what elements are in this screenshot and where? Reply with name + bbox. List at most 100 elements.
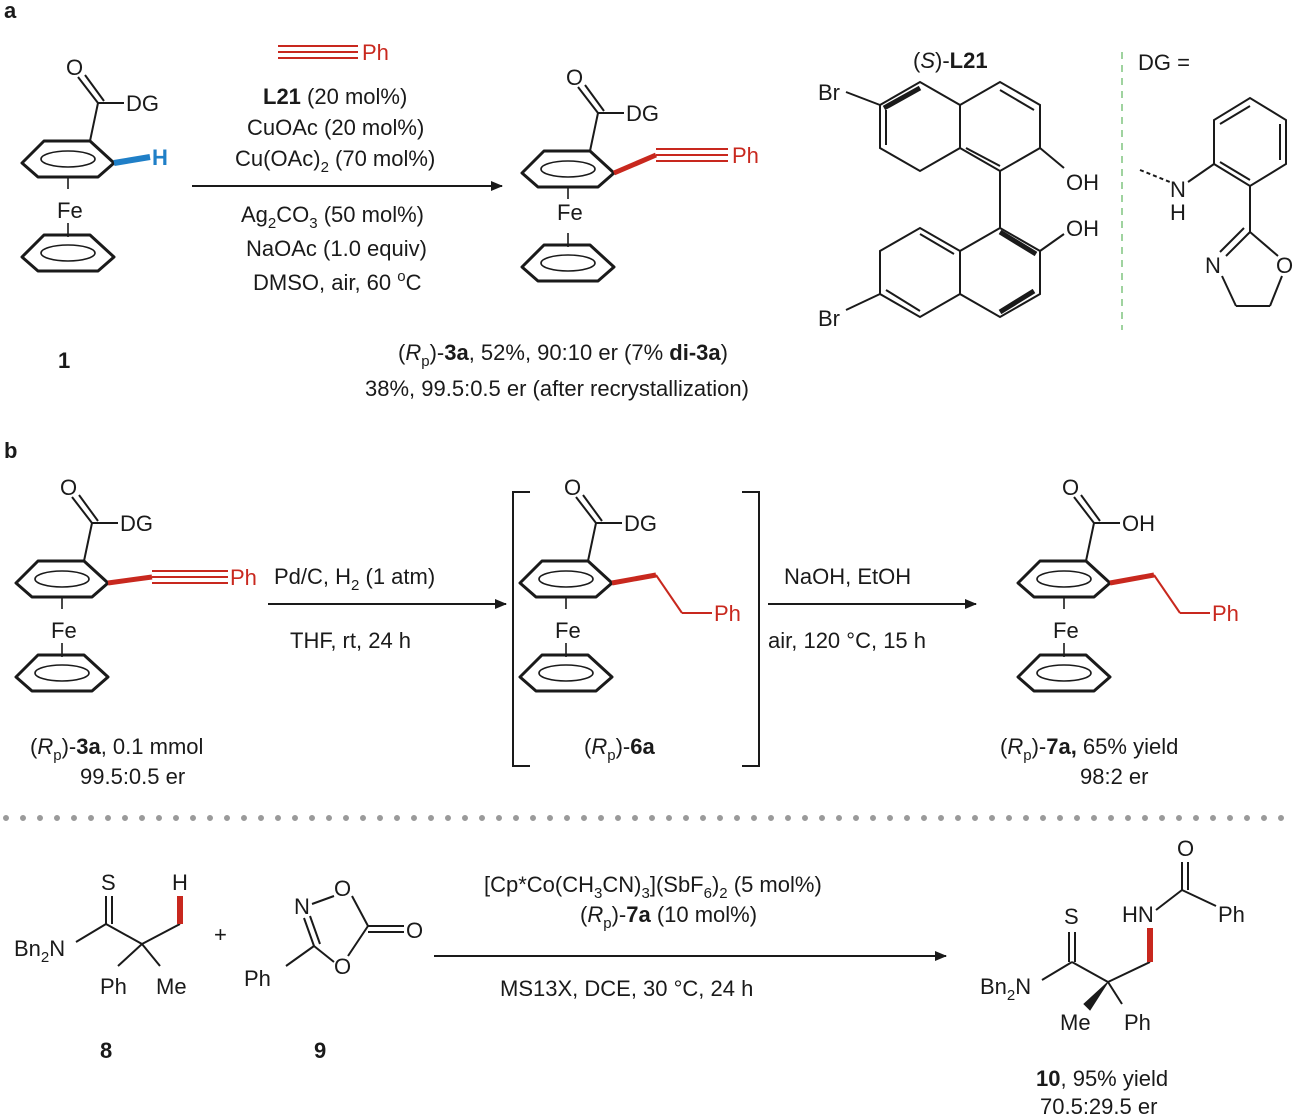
cond-cuoac2-b: (70 mol%) <box>329 146 435 171</box>
left-bracket <box>512 491 530 767</box>
bn2n-label: Bn2N <box>980 974 1031 1004</box>
reactive-h: H <box>172 870 188 895</box>
acid-oh: OH <box>1122 511 1155 536</box>
dg-equals: DG = <box>1138 50 1190 75</box>
step2-top: NaOH, EtOH <box>784 564 911 589</box>
amine-h: H <box>1170 200 1186 225</box>
plus-sign: + <box>214 922 227 947</box>
svg-text:DMSO, air, 60 oC: DMSO, air, 60 oC <box>253 268 422 295</box>
methyl-me: Me <box>1060 1010 1091 1035</box>
carbonyl-o: O <box>1062 475 1079 500</box>
cond-dmso-a: DMSO, air, 60 <box>253 270 397 295</box>
product-3a-line1: (Rp)-3a, 52%, 90:10 er (7% di-3a) <box>398 340 728 370</box>
thione-s: S <box>1064 904 1079 929</box>
thione-s: S <box>101 870 116 895</box>
panel-a-label: a <box>4 0 17 23</box>
compound-9-label: 9 <box>314 1038 326 1063</box>
product-10: Bn2N S Me Ph HN O Ph <box>980 836 1245 1035</box>
svg-text:Ag2CO3 (50 mol%): Ag2CO3 (50 mol%) <box>241 202 424 232</box>
methyl-me: Me <box>156 974 187 999</box>
carbonyl-o: O <box>60 475 77 500</box>
ferrocene-intermediate-6a: Fe O DG Ph <box>518 475 741 693</box>
cmpd-3a-er: 99.5:0.5 er <box>80 764 185 789</box>
step2-bottom: air, 120 °C, 15 h <box>768 628 926 653</box>
product-3a-line2: 38%, 99.5:0.5 er (after recrystallizatio… <box>365 376 749 401</box>
ferrocene-acid-7a: Fe O OH Ph <box>1016 475 1239 693</box>
phenylacetylene-reagent: Ph <box>278 40 389 65</box>
ferrocene-product-3a: Fe O DG Ph <box>520 65 759 283</box>
alkyne-ph: Ph <box>362 40 389 65</box>
cmpd-3a-label: (Rp)-3a, 0.1 mmol <box>30 734 203 764</box>
svg-text:Cu(OAc)2 (70 mol%): Cu(OAc)2 (70 mol%) <box>235 146 435 176</box>
dioxazolone-9: N O O O Ph <box>244 876 423 991</box>
fe-atom: Fe <box>557 200 583 225</box>
bn2n-label: Bn2N <box>14 936 65 966</box>
carbonyl-o: O <box>564 475 581 500</box>
cond-cuoac2-sub: 2 <box>321 159 329 176</box>
ligand-l21: (S)-L21 OH Br OH Br <box>818 48 1099 331</box>
compound-1-label: 1 <box>58 348 70 373</box>
amide-o: O <box>1177 836 1194 861</box>
alkyne-ph: Ph <box>732 143 759 168</box>
cond-naoac: NaOAc (1.0 equiv) <box>246 236 427 261</box>
fe-atom: Fe <box>555 618 581 643</box>
cmpd-6a-label: (Rp)-6a <box>584 734 655 764</box>
conditions-a-top: L21 (20 mol%) CuOAc (20 mol%) Cu(OAc)2 (… <box>235 84 435 176</box>
fe-atom: Fe <box>51 618 77 643</box>
cond-dmso-b: C <box>406 270 422 295</box>
ring-n: N <box>294 894 310 919</box>
thioamide-8: Bn2N S Ph Me H <box>14 870 188 999</box>
lower-br: Br <box>818 306 840 331</box>
right-bracket <box>742 491 760 767</box>
step1-top: Pd/C, H2 (1 atm) <box>274 564 435 594</box>
cmpd-10-label: 10, 95% yield <box>1036 1066 1168 1091</box>
cond-cuoac2-a: Cu(OAc) <box>235 146 321 171</box>
alkyne-ph: Ph <box>230 565 257 590</box>
phenyl-ph: Ph <box>1124 1010 1151 1035</box>
dg-group: DG <box>624 511 657 536</box>
cmpd-10-er: 70.5:29.5 er <box>1040 1094 1157 1119</box>
cond-ag-b: CO <box>276 202 309 227</box>
cmpd-7a-label: (Rp)-7a, 65% yield <box>1000 734 1178 764</box>
chain-ph: Ph <box>1212 601 1239 626</box>
cond-cuoac: CuOAc (20 mol%) <box>247 115 424 140</box>
step1-bottom: THF, rt, 24 h <box>290 628 411 653</box>
svg-text:(S)-L21: (S)-L21 <box>913 48 988 73</box>
cond-ag-sub1: 2 <box>268 215 276 232</box>
ring-o1: O <box>334 876 351 901</box>
directing-group-structure: DG = N H N O <box>1138 50 1293 307</box>
cond-l21-rest: (20 mol%) <box>301 84 407 109</box>
cond-ag-a: Ag <box>241 202 268 227</box>
amide-hn: HN <box>1122 902 1154 927</box>
carbonyl-o: O <box>406 918 423 943</box>
cond-ag-c: (50 mol%) <box>318 202 424 227</box>
catalyst-line: [Cp*Co(CH3CN)3](SbF6)2 (5 mol%) <box>484 872 822 902</box>
amine-n: N <box>1170 177 1186 202</box>
cond-dmso-sup: o <box>397 268 405 285</box>
chain-ph: Ph <box>714 601 741 626</box>
fe-atom: Fe <box>57 198 83 223</box>
benzoyl-ph: Ph <box>1218 902 1245 927</box>
cond-ag-sub2: 3 <box>309 215 317 232</box>
dg-group: DG <box>120 511 153 536</box>
ring-o2: O <box>334 954 351 979</box>
dg-group: DG <box>626 101 659 126</box>
dg-group: DG <box>126 91 159 116</box>
cond-c-bottom: MS13X, DCE, 30 °C, 24 h <box>500 976 753 1001</box>
ferrocene-3a-panel-b: Fe O DG Ph <box>14 475 257 693</box>
carbonyl-o: O <box>66 55 83 80</box>
conditions-a-bottom: Ag2CO3 (50 mol%) NaOAc (1.0 equiv) DMSO,… <box>241 202 427 295</box>
ch-hydrogen: H <box>152 145 168 170</box>
ferrocene-compound-1: Fe O DG H <box>20 55 168 273</box>
phenyl-ph: Ph <box>100 974 127 999</box>
lower-oh: OH <box>1066 216 1099 241</box>
upper-oh: OH <box>1066 170 1099 195</box>
ligand-line: (Rp)-7a (10 mol%) <box>580 902 757 932</box>
compound-8-label: 8 <box>100 1038 112 1063</box>
panel-b-label: b <box>4 438 17 463</box>
cmpd-7a-er: 98:2 er <box>1080 764 1149 789</box>
oxazoline-o: O <box>1276 253 1293 278</box>
fe-atom: Fe <box>1053 618 1079 643</box>
carbonyl-o: O <box>566 65 583 90</box>
